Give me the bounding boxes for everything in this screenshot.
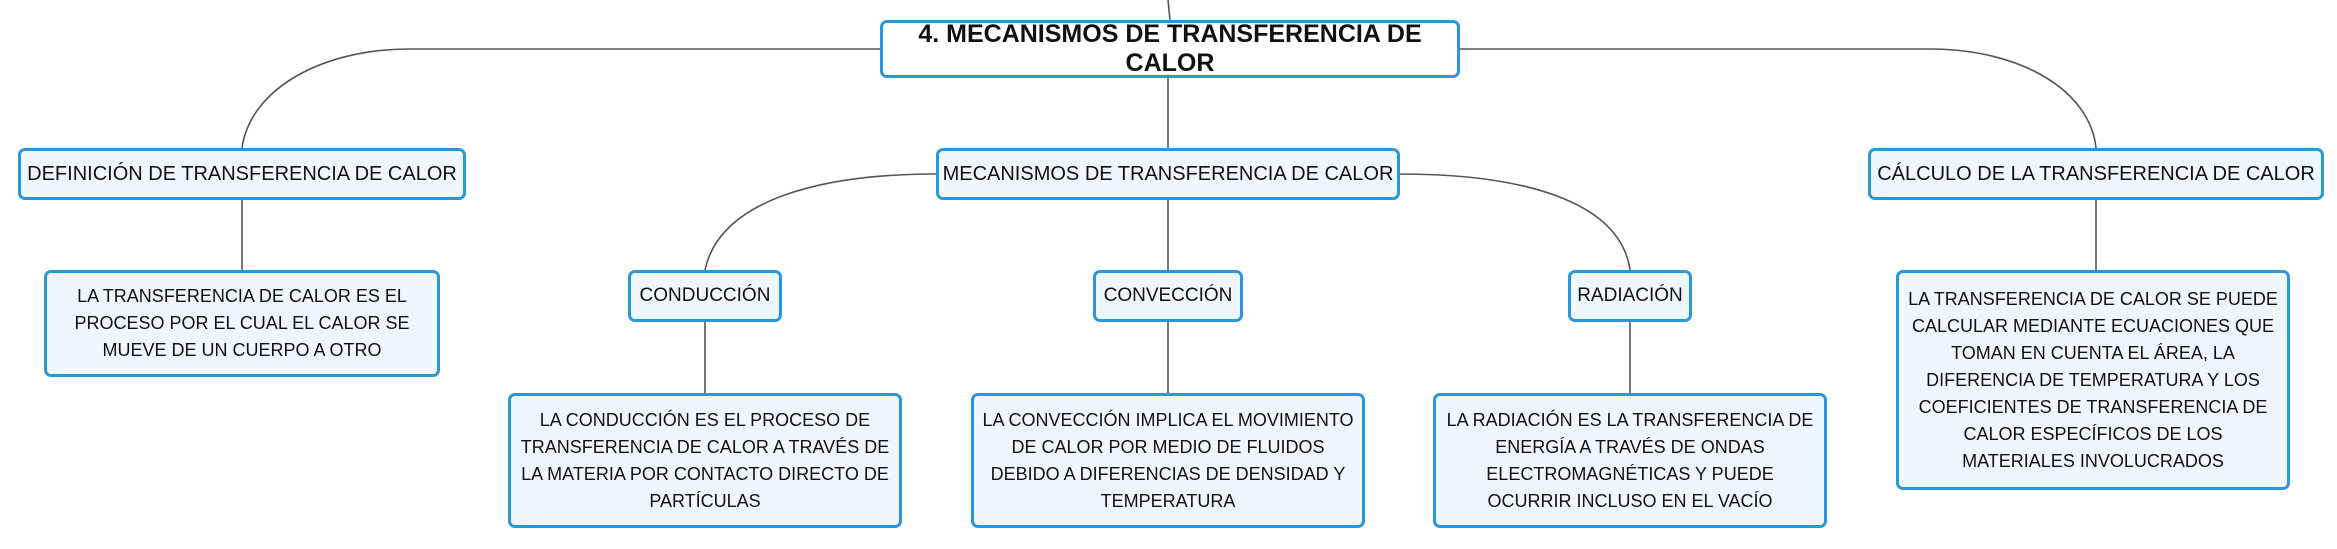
definicion-description-text: LA TRANSFERENCIA DE CALOR ES EL PROCESO … — [74, 286, 410, 360]
root-topic[interactable]: 4. MECANISMOS DE TRANSFERENCIA DE CALOR — [880, 20, 1460, 78]
subtopic-conveccion[interactable]: CONVECCIÓN — [1093, 270, 1243, 322]
connector-parent-to-root — [1167, 0, 1171, 21]
topic-mecanismos-label: MECANISMOS DE TRANSFERENCIA DE CALOR — [942, 162, 1394, 185]
conduccion-description[interactable]: LA CONDUCCIÓN ES EL PROCESO DE TRANSFERE… — [508, 393, 902, 528]
radiacion-description-text: LA RADIACIÓN ES LA TRANSFERENCIA DE ENER… — [1446, 409, 1814, 511]
connector-root-to-calculo — [1460, 48, 2097, 149]
definicion-description[interactable]: LA TRANSFERENCIA DE CALOR ES EL PROCESO … — [44, 270, 440, 377]
radiacion-description[interactable]: LA RADIACIÓN ES LA TRANSFERENCIA DE ENER… — [1433, 393, 1827, 528]
root-topic-label: 4. MECANISMOS DE TRANSFERENCIA DE CALOR — [918, 20, 1422, 77]
subtopic-conveccion-label: CONVECCIÓN — [1103, 285, 1233, 306]
topic-definicion[interactable]: DEFINICIÓN DE TRANSFERENCIA DE CALOR — [18, 148, 466, 200]
conveccion-description-text: LA CONVECCIÓN IMPLICA EL MOVIMIENTO DE C… — [982, 409, 1354, 511]
connector-root-to-definicion — [241, 48, 880, 149]
topic-calculo[interactable]: CÁLCULO DE LA TRANSFERENCIA DE CALOR — [1868, 148, 2324, 200]
subtopic-radiacion[interactable]: RADIACIÓN — [1568, 270, 1692, 322]
topic-calculo-label: CÁLCULO DE LA TRANSFERENCIA DE CALOR — [1877, 162, 2315, 185]
conveccion-description[interactable]: LA CONVECCIÓN IMPLICA EL MOVIMIENTO DE C… — [971, 393, 1365, 528]
subtopic-conduccion[interactable]: CONDUCCIÓN — [628, 270, 782, 322]
topic-mecanismos[interactable]: MECANISMOS DE TRANSFERENCIA DE CALOR — [936, 148, 1400, 200]
calculo-description-text: LA TRANSFERENCIA DE CALOR SE PUEDE CALCU… — [1908, 288, 2278, 471]
connector-mecanismos-to-conduccion — [704, 173, 937, 271]
conduccion-description-text: LA CONDUCCIÓN ES EL PROCESO DE TRANSFERE… — [520, 409, 890, 511]
calculo-description[interactable]: LA TRANSFERENCIA DE CALOR SE PUEDE CALCU… — [1896, 270, 2290, 490]
topic-definicion-label: DEFINICIÓN DE TRANSFERENCIA DE CALOR — [27, 162, 457, 185]
subtopic-radiacion-label: RADIACIÓN — [1577, 285, 1683, 306]
connector-mecanismos-to-radiacion — [1399, 173, 1631, 271]
subtopic-conduccion-label: CONDUCCIÓN — [639, 285, 771, 306]
